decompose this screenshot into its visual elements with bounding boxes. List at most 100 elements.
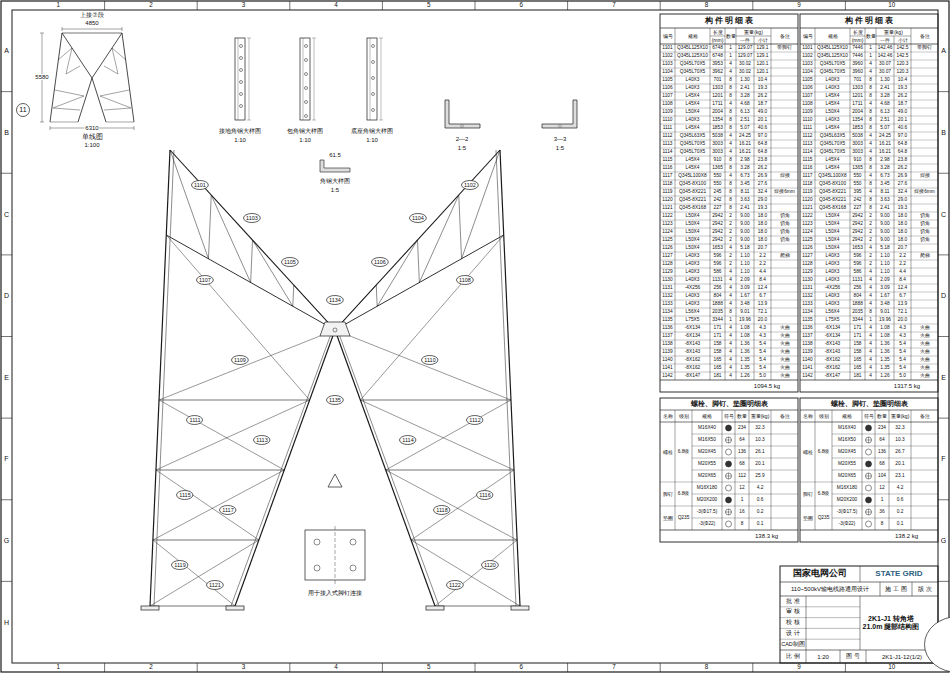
table-cell: 1.10 [736, 252, 754, 260]
table-cell: 2035 [850, 308, 865, 316]
member [104, 48, 126, 74]
table-header: 符号 [862, 410, 875, 422]
hole [372, 45, 375, 48]
grid-number: 3 [197, 1, 290, 10]
grid-number: 10 [845, 663, 938, 672]
table-cell: 2 [725, 236, 736, 244]
table-cell: 2 [725, 220, 736, 228]
table-cell: 26.2 [754, 164, 771, 172]
line [840, 650, 841, 663]
member [159, 400, 310, 401]
table-cell: 4 [725, 68, 736, 76]
table-cell: 64.8 [754, 140, 771, 148]
drawing-note: 4850 [85, 20, 98, 26]
table-cell: 12 [875, 482, 889, 494]
member [78, 78, 106, 122]
table-cell: 1.08 [736, 332, 754, 340]
title-cell: 设 计 [780, 628, 806, 639]
table-cell: 9.00 [736, 228, 754, 236]
outline [511, 606, 529, 610]
table-group: 6.8级 [815, 482, 832, 506]
table-cell: 0.6 [749, 494, 771, 506]
table-cell: 26.2 [754, 92, 771, 100]
table-total: 138.2 kg [875, 530, 938, 542]
member [292, 285, 294, 306]
table-cell: -3(Φ22) [832, 518, 862, 530]
table-cell: 30.07 [876, 60, 894, 68]
line [800, 156, 938, 157]
line [692, 458, 798, 459]
table-cell: 8 [725, 164, 736, 172]
member [166, 235, 335, 330]
member [386, 470, 517, 540]
line [40, 122, 44, 123]
table-cell: 97.0 [754, 132, 771, 140]
line [832, 434, 938, 435]
table-cell: 32.4 [754, 188, 771, 196]
line [289, 663, 290, 672]
line [660, 172, 798, 173]
table-cell: 4 [865, 172, 876, 180]
table-cell: 3344 [710, 316, 725, 324]
table-cell: 9.00 [876, 228, 894, 236]
table-cell: 227 [850, 204, 865, 212]
table-cell: 6748 [710, 44, 725, 52]
drawing-note: 5580 [34, 74, 49, 80]
table-cell: 20.1 [749, 458, 771, 470]
table-cell: 3962 [710, 68, 725, 76]
table-cell: 9.00 [876, 220, 894, 228]
table-cell: 3960 [850, 60, 865, 68]
table-cell: 1120 [660, 196, 675, 204]
table-cell: 1853 [850, 124, 865, 132]
circle-outline [282, 258, 299, 267]
table-cell: 2.2 [894, 260, 911, 268]
hole [240, 81, 243, 84]
hole [305, 73, 308, 76]
table-cell: 1 [725, 44, 736, 52]
line [660, 530, 798, 531]
table-cell: 18.0 [754, 236, 771, 244]
member [418, 240, 420, 283]
table-cell: L40X3 [815, 268, 850, 276]
member [328, 474, 342, 487]
table-cell: L45X4 [815, 124, 850, 132]
line [866, 650, 867, 663]
title-cell: 比 例 [780, 650, 806, 663]
circle-outline [220, 506, 236, 515]
line [780, 596, 938, 597]
table-cell: 4 [865, 244, 876, 252]
hole [726, 473, 732, 479]
table-cell: 2 [725, 212, 736, 220]
table-cell: 12 [735, 482, 749, 494]
table-cell: 8 [725, 124, 736, 132]
table-cell: 8 [865, 196, 876, 204]
table-cell: 1117 [800, 172, 815, 180]
line [800, 92, 938, 93]
member [251, 240, 253, 283]
member [166, 235, 309, 400]
table-cell: -8X147 [675, 372, 710, 380]
table-cell: 1653 [850, 244, 865, 252]
table-cell: 8 [865, 124, 876, 132]
line [660, 372, 798, 373]
table-cell: 1.35 [876, 356, 894, 364]
table-cell: 1130 [800, 276, 815, 284]
table-cell: 256 [850, 284, 865, 292]
table-cell: 8 [725, 92, 736, 100]
table-cell: 9.00 [736, 212, 754, 220]
title-cell: 审 核 [780, 607, 806, 618]
table-cell: 6.7 [754, 292, 771, 300]
table-cell: 64 [735, 434, 749, 446]
table-cell: -8X143 [815, 348, 850, 356]
line [247, 38, 251, 39]
table-cell: 181 [850, 372, 865, 380]
member [153, 540, 235, 606]
line [50, 122, 78, 123]
table-cell: 8 [865, 156, 876, 164]
callout-number-text: 1111 [189, 417, 200, 423]
table-cell: 4 [725, 100, 736, 108]
line [800, 356, 938, 357]
line [800, 220, 938, 221]
